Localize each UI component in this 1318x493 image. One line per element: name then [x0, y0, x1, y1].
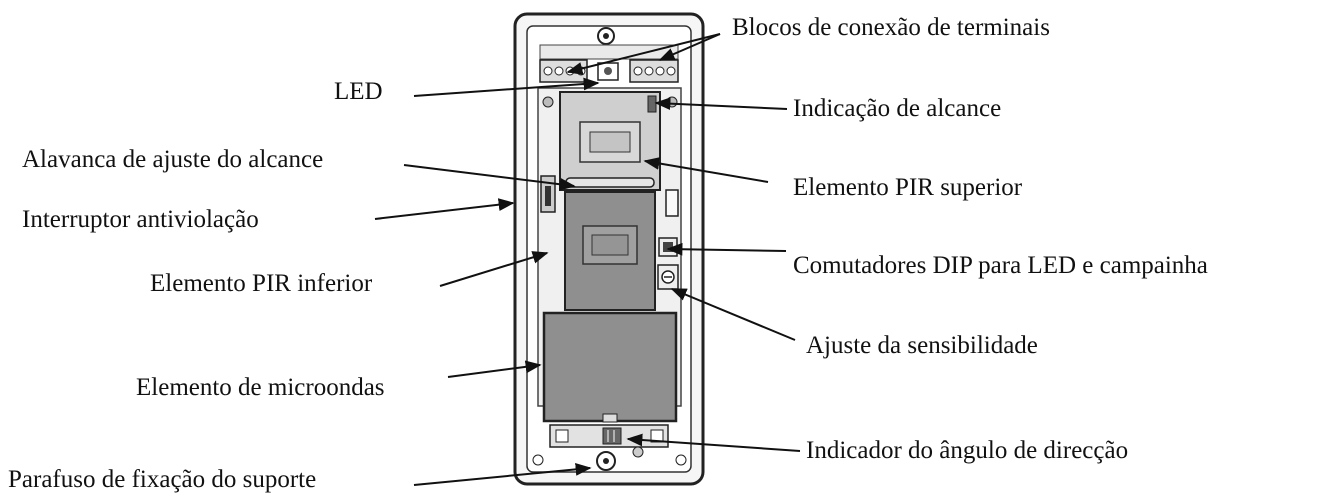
terminal-block-left: [539, 59, 588, 83]
label-lower-pir: Elemento PIR inferior: [150, 270, 373, 297]
leader-led: [413, 77, 600, 97]
led-window: [597, 62, 619, 81]
label-range-lever: Alavanca de ajuste do alcance: [22, 146, 324, 173]
leader-terminal-left: [566, 33, 721, 75]
label-tamper-switch: Interruptor antiviolação: [22, 206, 259, 233]
range-indicator-window: [647, 95, 657, 113]
label-upper-pir: Elemento PIR superior: [793, 174, 1023, 201]
leader-upper-pir: [643, 157, 769, 183]
leader-tamper-switch: [374, 198, 515, 220]
leader-range-indication: [654, 97, 788, 111]
label-range-indication: Indicação de alcance: [793, 95, 1002, 122]
leader-sensitivity: [670, 288, 796, 341]
leader-microwave: [447, 360, 542, 378]
terminal-block-right: [629, 59, 679, 83]
dip-switch-block: [658, 237, 678, 257]
label-direction-indicator: Indicador do ângulo de direcção: [806, 437, 1129, 464]
label-led: LED: [334, 78, 383, 105]
label-sensitivity: Ajuste da sensibilidade: [806, 332, 1038, 359]
sensitivity-pot: [657, 264, 679, 290]
leader-bracket-screw: [413, 463, 592, 486]
tamper-switch: [540, 175, 556, 213]
range-adjust-slot: [565, 177, 655, 188]
microwave-element: [542, 311, 678, 423]
leader-dip-switches: [666, 242, 787, 256]
side-clip: [665, 189, 679, 217]
leader-lines: [374, 33, 801, 486]
label-dip-switches: Comutadores DIP para LED e campainha: [793, 252, 1208, 279]
label-bracket-screw: Parafuso de fixação do suporte: [8, 466, 317, 493]
leader-direction-indicator: [626, 433, 801, 452]
leader-range-lever: [403, 164, 576, 191]
label-terminal-blocks: Blocos de conexão de terminais: [732, 14, 1050, 41]
label-microwave: Elemento de microondas: [136, 374, 385, 401]
upper-pir-element: [559, 91, 661, 191]
leader-lower-pir: [439, 251, 549, 287]
lower-pir-element: [564, 191, 656, 311]
leader-terminal-right: [658, 33, 721, 61]
